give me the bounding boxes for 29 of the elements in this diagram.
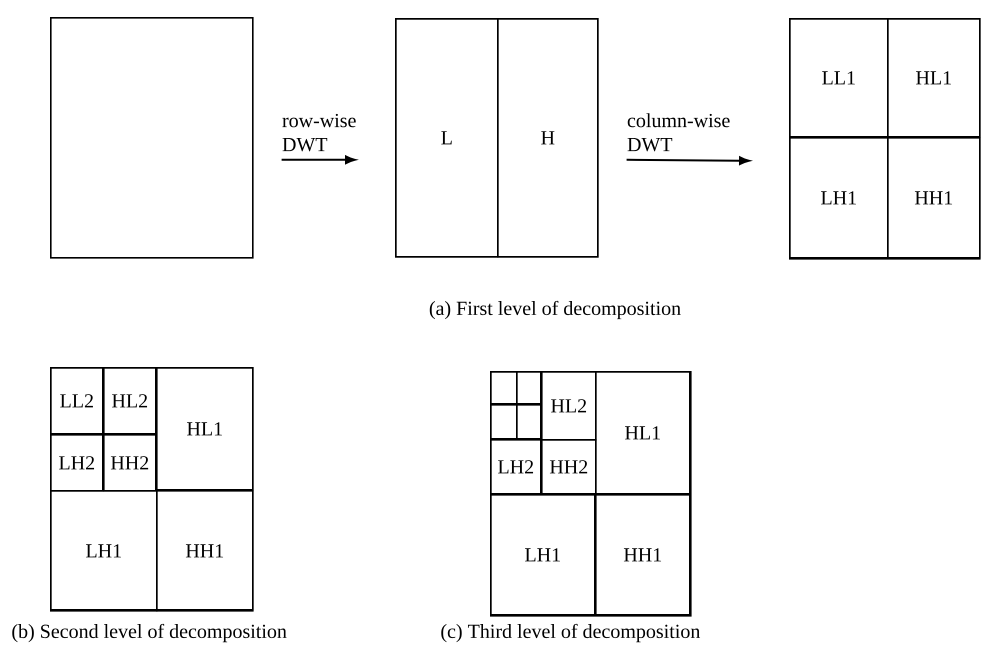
subband-cell: HL1	[595, 371, 691, 495]
subband-cell: LL2	[50, 367, 104, 435]
caption: (a) First level of decomposition	[430, 300, 681, 320]
subband-cell: LH1	[789, 137, 889, 259]
image-box	[50, 17, 254, 259]
subband-cell: HL2	[541, 371, 597, 441]
subband-cell: HL2	[103, 367, 157, 435]
arrow	[282, 156, 356, 164]
subband-cell: LL1	[789, 18, 889, 138]
subband-cell: LH2	[50, 434, 104, 492]
caption: (b) Second level of decomposition	[12, 624, 287, 642]
edge-label: row-wise DWT	[282, 114, 356, 152]
subband-cell: HL1	[156, 367, 254, 491]
subband-cell: HH1	[595, 494, 691, 616]
subband-cell: HH2	[541, 439, 597, 495]
subband-cell: HH2	[103, 434, 157, 492]
subband-cell: HH1	[156, 490, 254, 612]
subband-cell: HH1	[887, 137, 981, 259]
edge-label: column-wise DWT	[628, 113, 730, 152]
caption: (c) Third level of decomposition	[441, 624, 700, 642]
subband-cell: HL1	[887, 18, 981, 138]
subband-cell: LH2	[490, 439, 542, 495]
subband-cell	[490, 404, 518, 440]
subband-cell	[490, 371, 518, 405]
subband-cell	[516, 404, 542, 440]
subband-cell: LH1	[50, 490, 158, 612]
subband-cell	[516, 371, 542, 405]
image-box	[490, 371, 692, 617]
subband-cell: LH1	[490, 494, 596, 616]
